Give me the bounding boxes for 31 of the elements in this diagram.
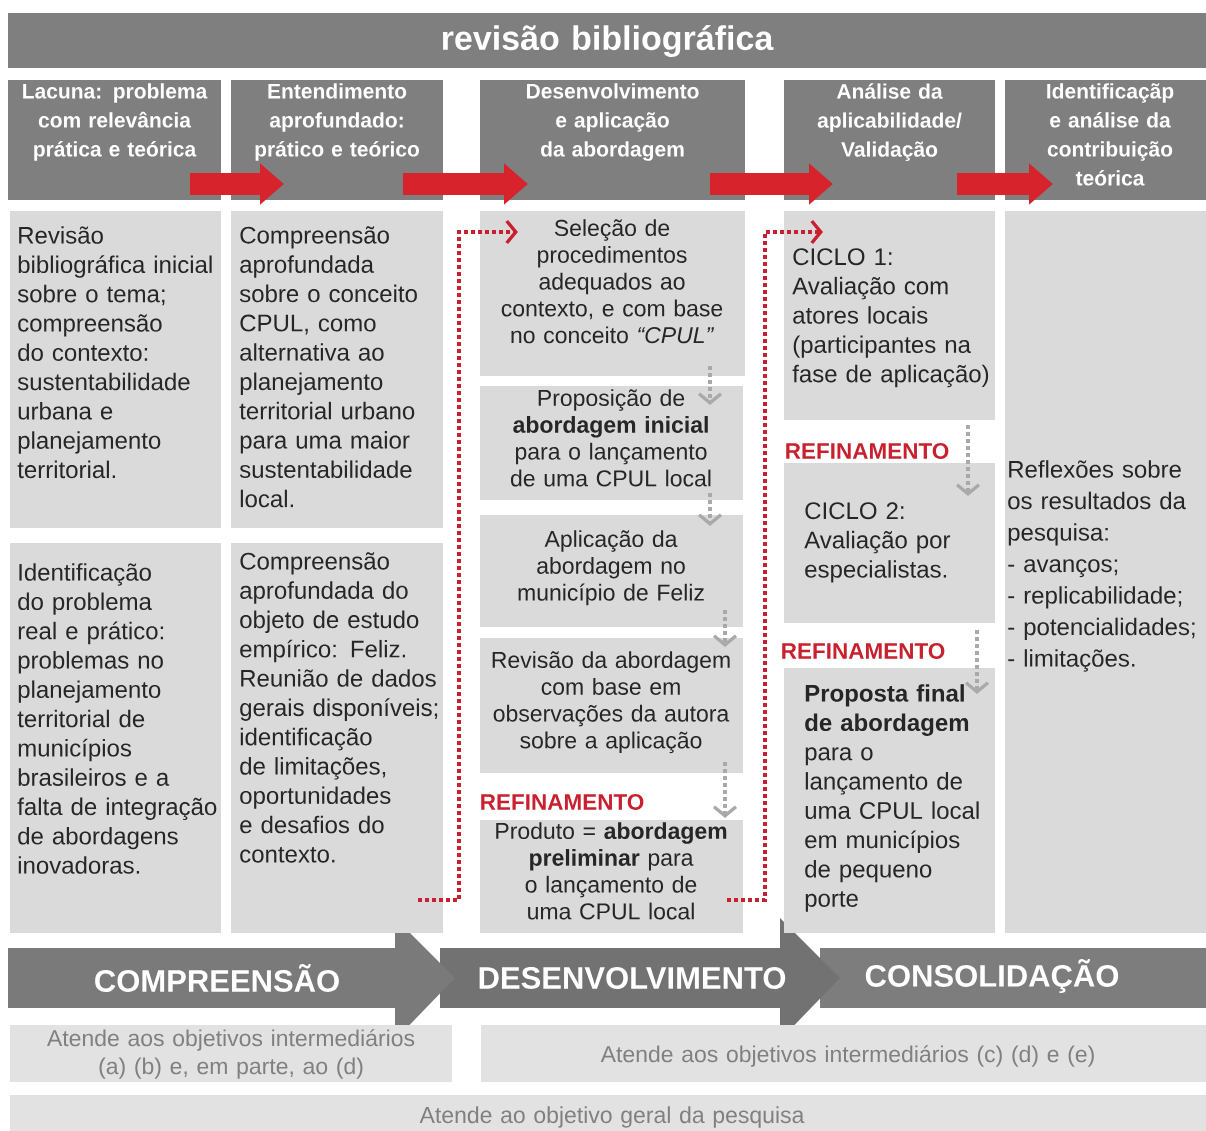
note-label: REFINAMENTO bbox=[782, 643, 945, 659]
text-box: Compreensão aprofundada sobre o conceito CPUL, como alternativa ao planejamento territorial urbano para uma maior sustentabilidade local. bbox=[231, 211, 443, 528]
dotted-arrow bbox=[697, 493, 723, 526]
process-box: Produto = abordagem preliminar para o lançamento de uma CPUL local bbox=[480, 820, 743, 933]
step-header: Lacuna: problema com relevância prática e teórica bbox=[8, 80, 221, 200]
dotted-arrow bbox=[697, 366, 723, 405]
objective-bar: Atende ao objetivo geral da pesquisa bbox=[10, 1095, 1206, 1131]
process-box: Revisão da abordagem com base em observações da autora sobre a aplicação bbox=[480, 638, 743, 773]
step-header: Identificaçãp e análise da contribuição teórica bbox=[1005, 80, 1206, 200]
process-box: Proposta final de abordagem para o lançamento de uma CPUL local em municípios de pequeno porte bbox=[784, 668, 995, 933]
step-header: Desenvolvimento e aplicação da abordagem bbox=[480, 80, 745, 200]
text-box: Reflexões sobre os resultados da pesquisa: - avanços; - replicabilidade; - potencialidades; - limitações. bbox=[1005, 211, 1206, 933]
step-header: Entendimento aprofundado: prático e teórico bbox=[231, 80, 443, 200]
objective-bar: Atende aos objetivos intermediários (c) (d) e (e) bbox=[481, 1025, 1206, 1082]
note-label: REFINAMENTO bbox=[481, 794, 644, 810]
process-box: CICLO 2: Avaliação por especialistas. bbox=[784, 463, 995, 623]
dotted-arrow bbox=[712, 762, 738, 818]
dotted-arrow bbox=[712, 610, 738, 647]
dotted-arrow bbox=[955, 425, 981, 496]
process-box: Aplicação da abordagem no município de Feliz bbox=[480, 515, 743, 627]
title-banner: revisão bibliográfica bbox=[8, 13, 1206, 68]
process-box: Seleção de procedimentos adequados ao contexto, e com base no conceito “CPUL” bbox=[480, 211, 745, 376]
text-box: Revisão bibliográfica inicial sobre o tema; compreensão do contexto: sustentabilidade urbana e planejamento territorial. bbox=[10, 211, 221, 528]
objective-bar: Atende aos objetivos intermediários (a) (b) e, em parte, ao (d) bbox=[10, 1025, 452, 1082]
process-box: CICLO 1: Avaliação com atores locais (participantes na fase de aplicação) bbox=[784, 211, 995, 420]
note-label: REFINAMENTO bbox=[786, 443, 949, 459]
process-box: Proposição de abordagem inicial para o lançamento de uma CPUL local bbox=[480, 386, 743, 500]
dotted-arrow bbox=[964, 630, 990, 694]
text-box: Identificação do problema real e prático: problemas no planejamento territorial de municípios brasileiros e a falta de integração de abordagens inovadoras. bbox=[10, 543, 221, 933]
step-header: Análise da aplicabilidade/ Validação bbox=[784, 80, 995, 200]
text-box: Compreensão aprofundada do objeto de estudo empírico: Feliz. Reunião de dados gerais disponíveis; identificação de limitações, oportunidades e desafios do contexto. bbox=[231, 543, 443, 933]
